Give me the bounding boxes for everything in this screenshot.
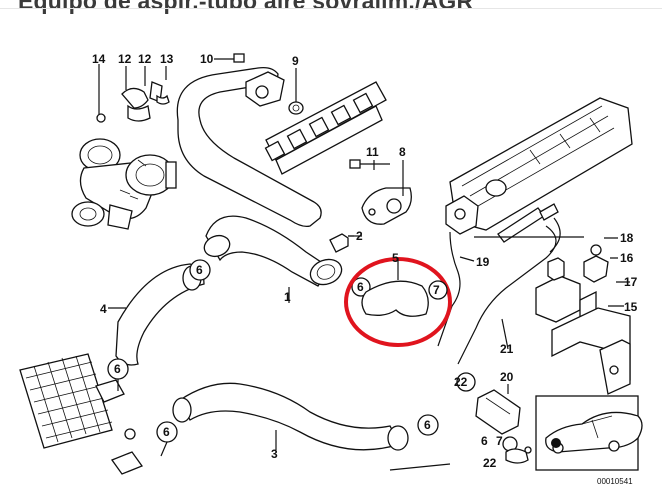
label-6d: 6 [424,418,431,432]
label-17: 17 [624,275,638,289]
label-14: 14 [92,52,106,66]
label-20: 20 [500,370,514,384]
label-21: 21 [500,342,514,356]
egr-valve [437,195,561,365]
label-5: 5 [392,251,399,265]
turbocharger [71,138,177,230]
label-2: 2 [356,229,363,243]
leader-lines [348,235,584,471]
exhaust-manifold [264,81,387,175]
intercooler-hose-upper [108,263,205,366]
label-4: 4 [100,302,107,316]
label-18: 18 [620,231,634,245]
label-8: 8 [399,145,406,159]
highlight-part-5 [344,257,452,347]
label-15: 15 [624,300,638,314]
upper-air-pipe [176,53,322,228]
label-22b: 22 [483,456,497,470]
label-10: 10 [200,52,214,66]
label-22a: 22 [454,375,468,389]
title-divider [0,8,662,9]
label-12b: 12 [138,52,152,66]
label-6f: 6 [481,434,488,448]
vacuum-reservoir [456,372,532,464]
label-12a: 12 [118,52,132,66]
charge-air-hose [203,215,354,303]
label-19: 19 [476,255,490,269]
clamp-bracket [96,64,170,123]
label-13: 13 [160,52,174,66]
car-location-inset [535,395,643,471]
label-1: 1 [284,290,291,304]
part-labels: 14 12 12 13 10 9 11 8 2 6 6 6 6 6 5 7 4 … [92,52,638,486]
label-6a: 6 [196,263,203,277]
page-title: Equipo de aspir.-tubo aire sovralim./AGR [18,0,474,14]
label-9: 9 [292,54,299,68]
label-6b: 6 [114,362,121,376]
label-6e: 6 [357,280,364,294]
label-6c: 6 [163,425,170,439]
support-bracket [551,307,631,395]
label-7: 7 [433,283,440,297]
diagram-id: 00010541 [597,477,633,486]
label-16: 16 [620,251,634,265]
intercooler [19,353,144,475]
intercooler-hose-lower [172,382,409,451]
label-7b: 7 [496,434,503,448]
egr-flange [349,159,412,225]
label-11: 11 [366,145,379,159]
hose-clamps [107,259,439,457]
label-3: 3 [271,447,278,461]
pressure-converter [535,237,630,324]
